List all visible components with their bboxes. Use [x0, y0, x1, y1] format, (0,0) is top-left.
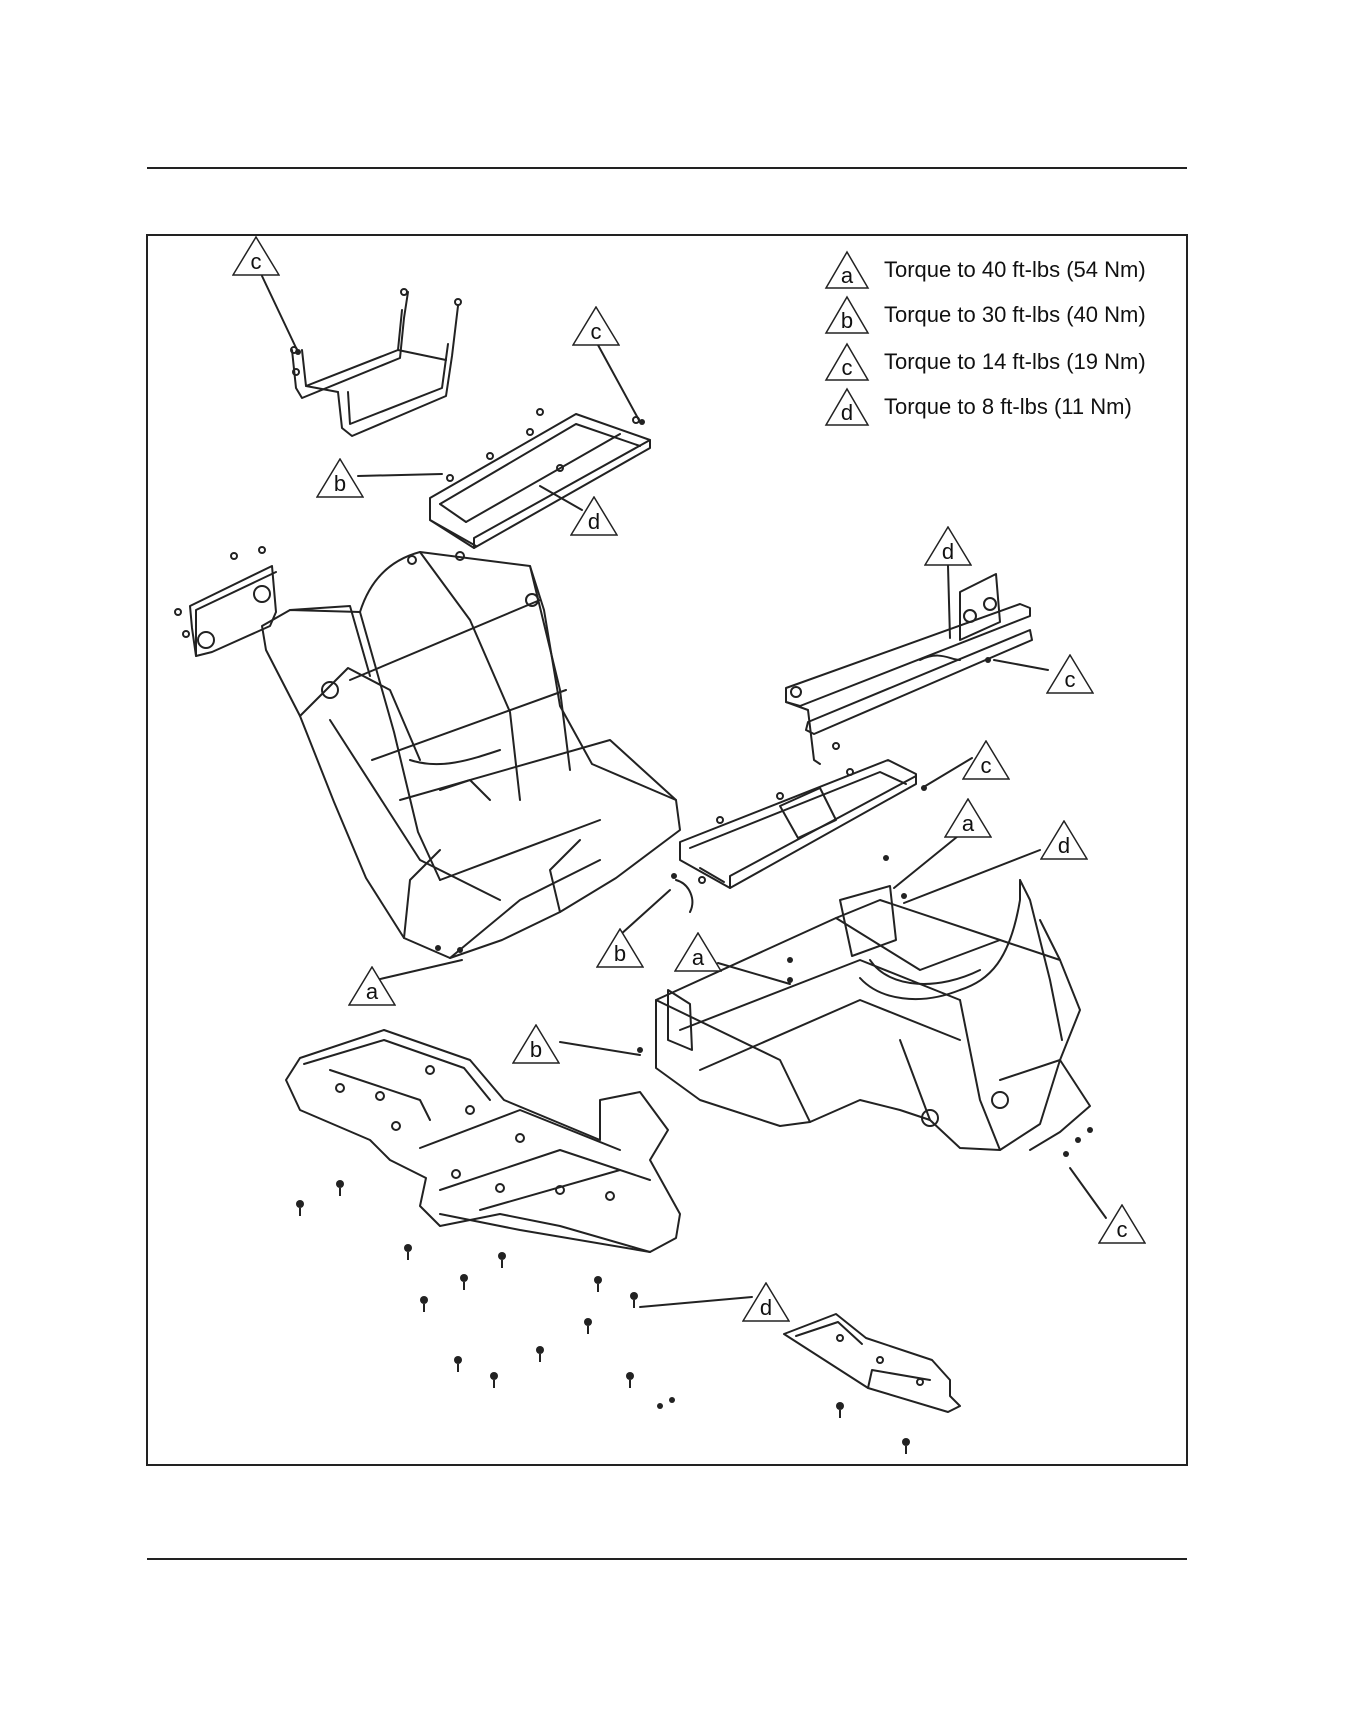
callout-letter: a	[348, 981, 396, 1003]
callout-c: c	[232, 236, 280, 276]
legend-letter: a	[824, 265, 870, 287]
legend-triangle-c: c	[824, 342, 870, 382]
callout-letter: c	[1046, 669, 1094, 691]
leader-lines	[262, 276, 1106, 1307]
callout-a: a	[944, 798, 992, 838]
callout-letter: b	[512, 1039, 560, 1061]
callout-a: a	[348, 966, 396, 1006]
legend-item-b: b Torque to 30 ft-lbs (40 Nm)	[824, 295, 1146, 335]
front-frame	[656, 880, 1090, 1150]
seat-bracket	[291, 289, 461, 436]
callout-letter: a	[674, 947, 722, 969]
front-cross-member	[786, 574, 1032, 764]
legend-item-a: a Torque to 40 ft-lbs (54 Nm)	[824, 250, 1146, 290]
legend-letter: d	[824, 402, 870, 424]
rear-frame	[262, 552, 680, 958]
callout-a: a	[674, 932, 722, 972]
legend-triangle-b: b	[824, 295, 870, 335]
callout-b: b	[316, 458, 364, 498]
callout-letter: d	[1040, 835, 1088, 857]
callout-c: c	[962, 740, 1010, 780]
callout-letter: b	[596, 943, 644, 965]
legend-text: Torque to 30 ft-lbs (40 Nm)	[884, 302, 1146, 328]
callout-b: b	[596, 928, 644, 968]
front-skid-plate	[784, 1314, 960, 1412]
legend-triangle-d: d	[824, 387, 870, 427]
callout-c: c	[1046, 654, 1094, 694]
callout-letter: d	[924, 541, 972, 563]
callout-d: d	[570, 496, 618, 536]
legend-text: Torque to 40 ft-lbs (54 Nm)	[884, 257, 1146, 283]
callout-letter: c	[1098, 1219, 1146, 1241]
callout-letter: c	[572, 321, 620, 343]
legend-text: Torque to 14 ft-lbs (19 Nm)	[884, 349, 1146, 375]
skid-plate	[286, 1030, 680, 1252]
callout-d: d	[1040, 820, 1088, 860]
callout-letter: d	[742, 1297, 790, 1319]
callout-letter: b	[316, 473, 364, 495]
callout-letter: c	[962, 755, 1010, 777]
legend-item-c: c Torque to 14 ft-lbs (19 Nm)	[824, 342, 1146, 382]
callout-letter: d	[570, 511, 618, 533]
legend-text: Torque to 8 ft-lbs (11 Nm)	[884, 394, 1132, 420]
legend-triangle-a: a	[824, 250, 870, 290]
callout-d: d	[742, 1282, 790, 1322]
fastener-group-left	[296, 1180, 675, 1409]
callout-letter: c	[232, 251, 280, 273]
legend-letter: b	[824, 310, 870, 332]
callout-letter: a	[944, 813, 992, 835]
fasteners	[295, 349, 1093, 1454]
callout-b: b	[512, 1024, 560, 1064]
legend-letter: c	[824, 357, 870, 379]
callout-d: d	[924, 526, 972, 566]
rear-bracket	[175, 547, 276, 656]
callout-c: c	[1098, 1204, 1146, 1244]
legend-item-d: d Torque to 8 ft-lbs (11 Nm)	[824, 387, 1132, 427]
callout-c: c	[572, 306, 620, 346]
